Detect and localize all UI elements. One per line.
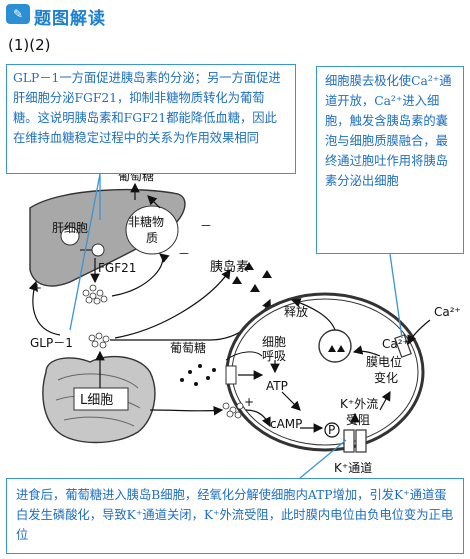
glucose-transporter <box>225 365 237 385</box>
glucose-dots <box>180 364 216 386</box>
read-icon: ✎ <box>6 4 30 24</box>
label-p: P <box>328 423 335 437</box>
liver-vesicle <box>91 243 105 257</box>
label-ca-inside: Ca²⁺ <box>382 337 409 351</box>
label-l-cell: L细胞 <box>80 393 113 408</box>
label-release: 释放 <box>284 304 308 319</box>
liver-cell-nucleus <box>60 226 80 246</box>
callout-bottom: 进食后，葡萄糖进入胰岛B细胞，经氧化分解使细胞内ATP增加，引发K⁺通道蛋白发生… <box>6 478 464 554</box>
label-plus-2: + <box>244 395 254 409</box>
question-number: (1)(2) <box>8 36 51 54</box>
non-sugar-region <box>125 205 179 255</box>
label-blocked: 受阻 <box>346 413 370 427</box>
label-k-efflux: K⁺外流 <box>340 397 378 411</box>
label-insulin: 胰岛素 <box>210 259 249 275</box>
glp1-particles <box>88 332 110 349</box>
page-title: 题图解读 <box>34 9 106 29</box>
label-liver-cell: 肝细胞 <box>52 221 88 235</box>
label-plus-1: + <box>32 281 42 295</box>
label-k-channel: K⁺通道 <box>334 461 372 475</box>
label-cell-resp-1: 细胞 <box>262 335 286 349</box>
insulin-triangles <box>232 262 272 292</box>
phosphate-circle <box>324 422 340 438</box>
fgf21-particles <box>82 284 108 305</box>
callout-left: GLP－1一方面促进胰岛素的分泌；另一方面促进肝细胞分泌FGF21，抑制非糖物质… <box>6 64 296 174</box>
label-minus-2: － <box>200 219 212 233</box>
label-atp: ATP <box>266 379 288 393</box>
label-non-sugar: 非糖物 <box>128 214 164 229</box>
label-cell-resp-2: 呼吸 <box>262 349 286 363</box>
label-glp1: GLP－1 <box>30 336 73 350</box>
label-non-sugar-2: 质 <box>146 231 158 245</box>
l-cell-box <box>73 387 129 411</box>
insulin-vesicle <box>318 329 352 363</box>
label-minus-1: － <box>178 247 190 261</box>
label-membrane-1: 膜电位 <box>366 354 402 369</box>
label-camp: cAMP <box>270 417 302 431</box>
label-fgf21: FGF21 <box>98 261 136 275</box>
callout-right: 细胞膜去极化使Ca²⁺通道开放，Ca²⁺进入细胞，触发含胰岛素的囊泡与细胞质膜融… <box>316 66 464 254</box>
label-membrane-2: 变化 <box>374 370 398 385</box>
label-glucose-mid: 葡萄糖 <box>170 340 206 355</box>
glp1-receptor-particles <box>222 402 244 419</box>
label-ca-outside: Ca²⁺ <box>434 305 461 319</box>
